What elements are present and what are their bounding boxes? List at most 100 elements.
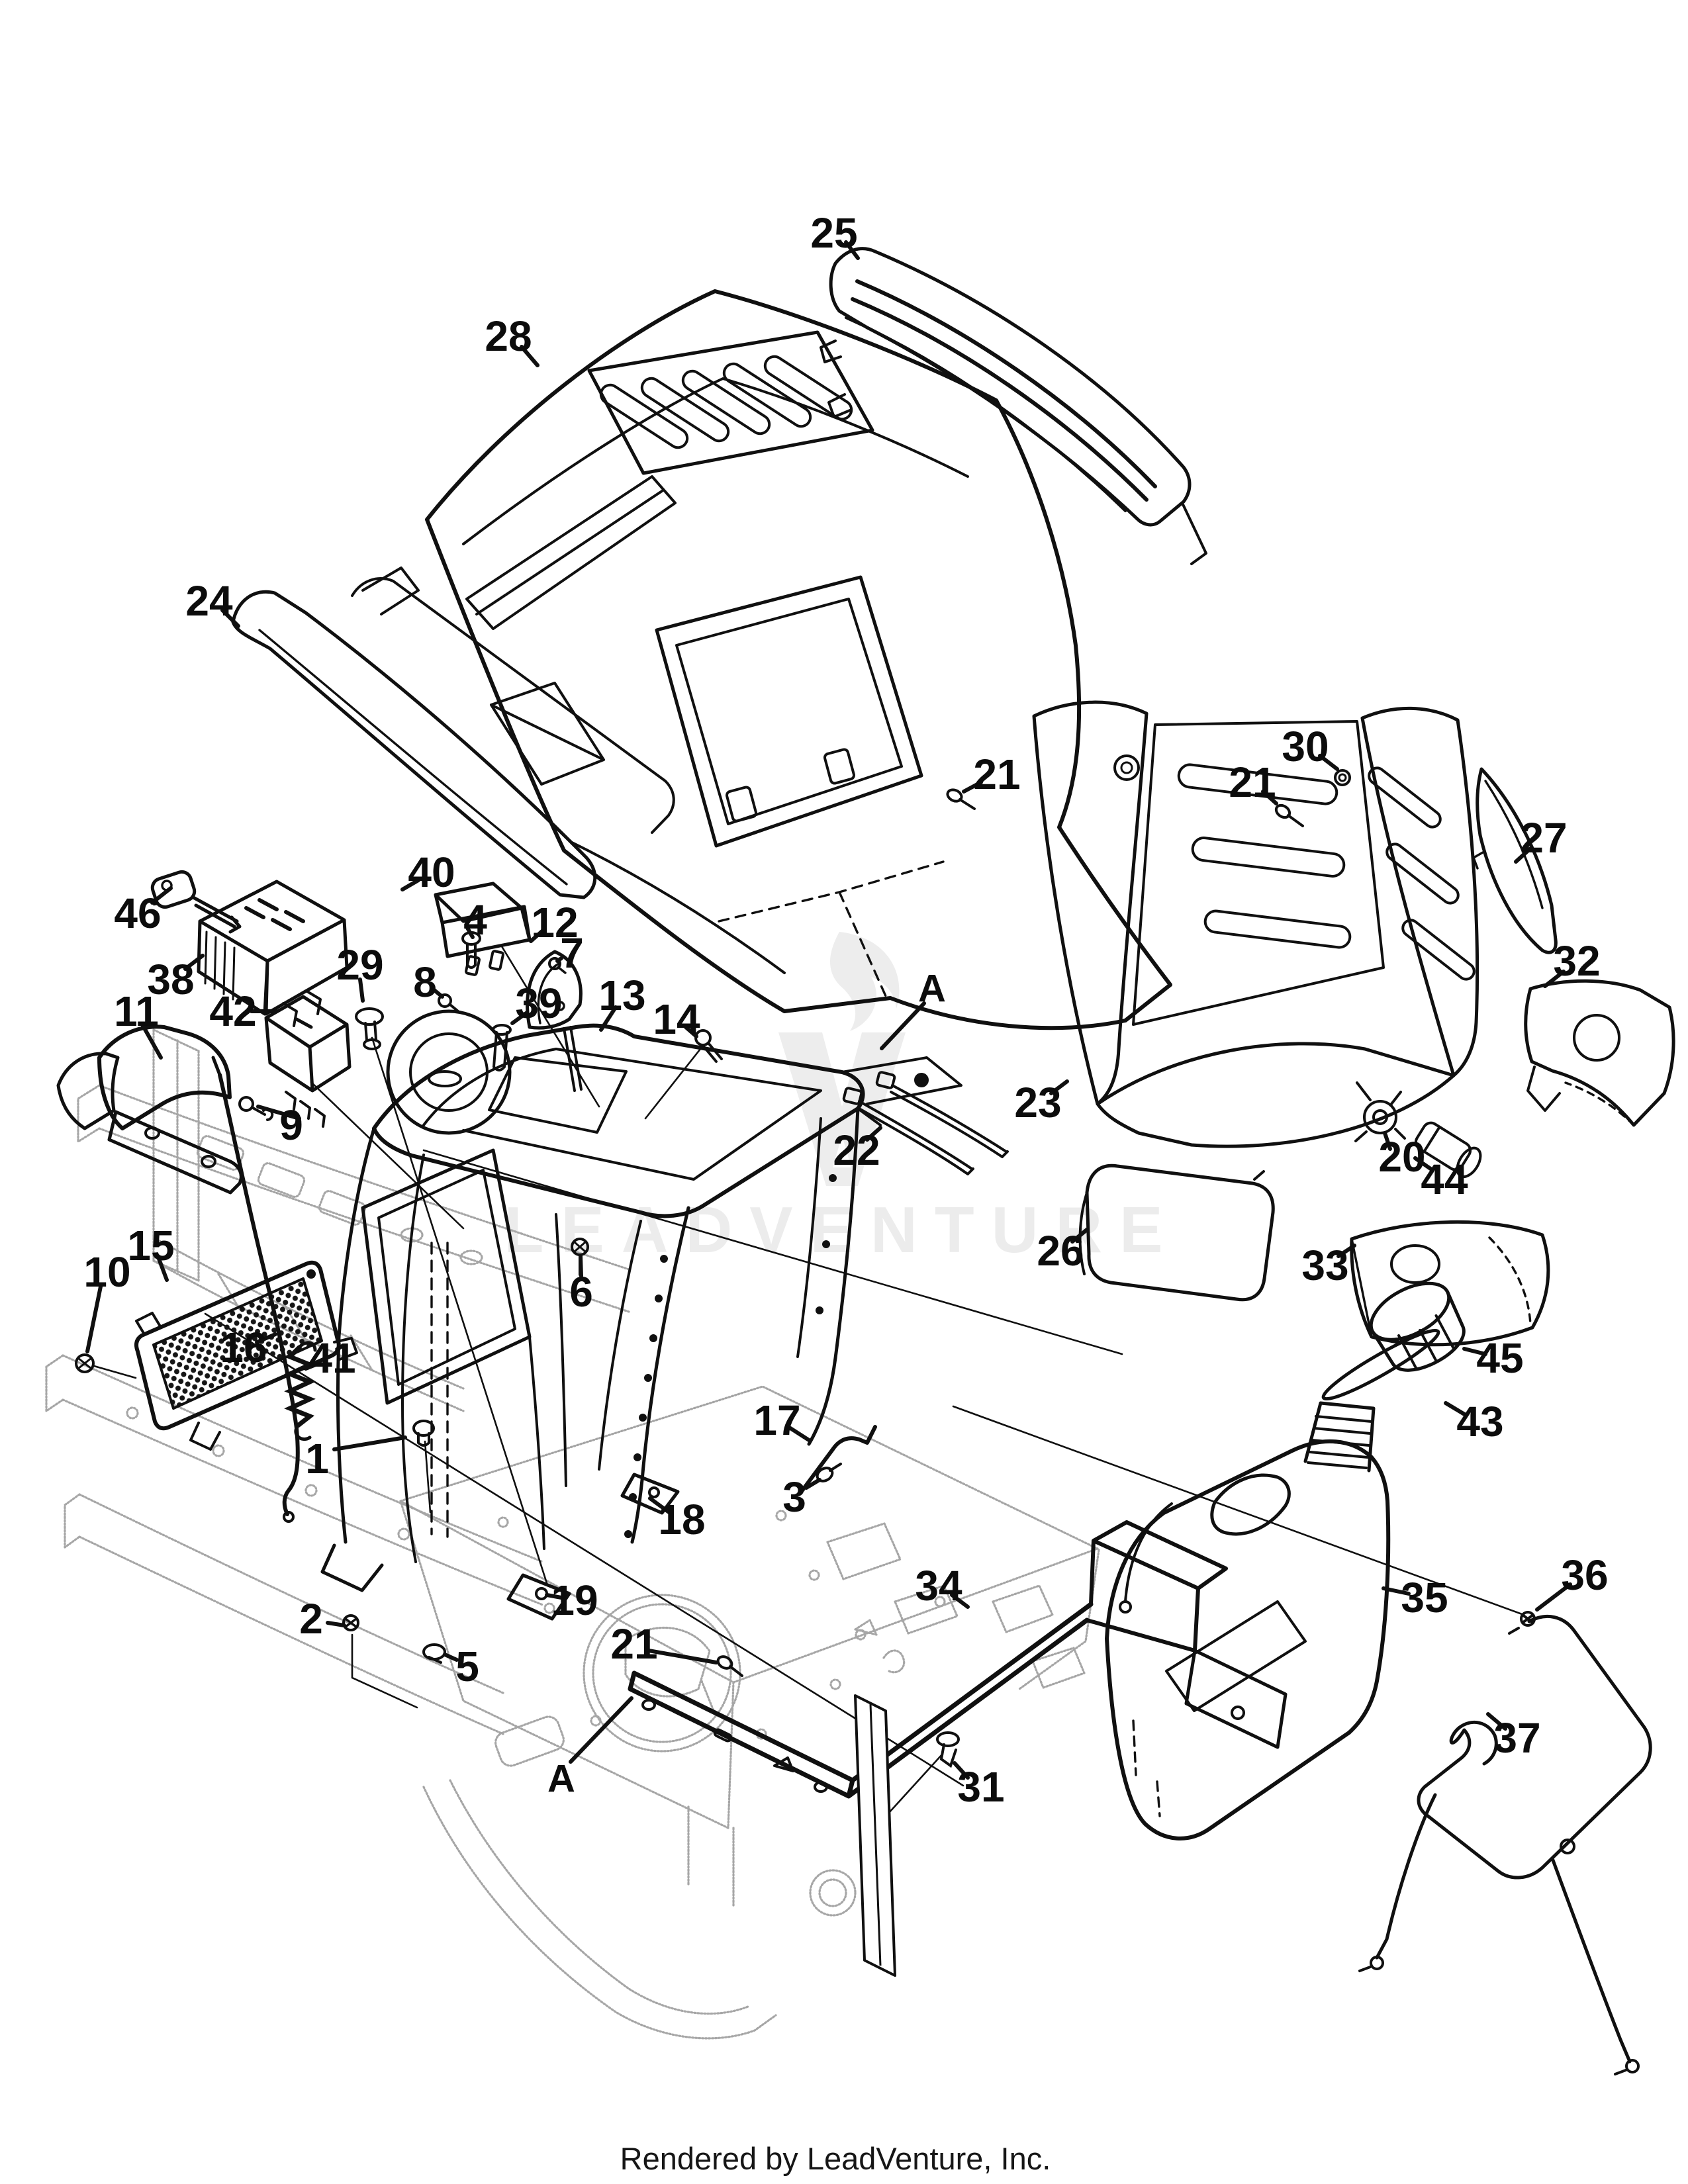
bolt-part-10 <box>75 1353 137 1379</box>
callout-41: 41 <box>308 1334 355 1382</box>
callout-36: 36 <box>1561 1551 1608 1599</box>
callout-leader-21 <box>647 1649 718 1664</box>
callout-24: 24 <box>185 577 233 625</box>
panel-part-33 <box>1350 1220 1550 1347</box>
cable-ties-part-22 <box>842 1071 1009 1175</box>
callout-44: 44 <box>1421 1156 1468 1203</box>
fastener-part-20 <box>1354 1081 1406 1142</box>
spring-part-41 <box>284 1341 317 1441</box>
callout-leader-46 <box>150 886 173 905</box>
screw-part-21-hood <box>946 788 976 810</box>
callout-leader-24 <box>220 608 240 628</box>
callout-leader-3 <box>804 1478 821 1490</box>
callout-9: 9 <box>279 1101 303 1149</box>
screw-part-21-right <box>1274 803 1304 827</box>
callout-3: 3 <box>782 1473 806 1521</box>
callout-6: 6 <box>569 1268 593 1316</box>
washer-part-30 <box>1334 769 1351 786</box>
callout-26: 26 <box>1037 1227 1084 1275</box>
callout-leader-26 <box>1070 1228 1089 1244</box>
bolt-part-5 <box>422 1643 446 1664</box>
callout-leader-13 <box>599 1005 618 1032</box>
gasket-part-43 <box>1321 1328 1440 1401</box>
callout-4: 4 <box>463 896 487 944</box>
callout-leader-16 <box>255 1332 277 1344</box>
callout-39: 39 <box>515 979 562 1027</box>
callout-leader-4 <box>465 926 475 939</box>
footer-credit: Rendered by LeadVenture, Inc. <box>620 2141 1051 2176</box>
callout-21: 21 <box>610 1620 657 1668</box>
callout-37: 37 <box>1493 1714 1540 1762</box>
callout-leader-2 <box>326 1621 346 1627</box>
callout-A: A <box>547 1758 575 1801</box>
callout-leader-20 <box>1383 1131 1392 1151</box>
lever-part-12 <box>526 950 583 1092</box>
key-part-46 <box>150 870 242 934</box>
callout-leader-1 <box>332 1435 407 1451</box>
callout-23: 23 <box>1014 1079 1061 1126</box>
callout-leader-12 <box>529 929 545 943</box>
callout-leader-10 <box>85 1285 103 1353</box>
callout-2: 2 <box>299 1595 323 1643</box>
callout-leader-23 <box>1049 1079 1069 1095</box>
callout-21: 21 <box>1229 758 1276 806</box>
callout-leader-9 <box>256 1105 301 1120</box>
callout-20: 20 <box>1378 1133 1425 1181</box>
bulb-part-44 <box>1414 1121 1482 1179</box>
callout-21: 21 <box>973 751 1020 798</box>
rivet-part-31 <box>936 1731 960 1768</box>
callout-15: 15 <box>127 1222 174 1269</box>
wire-frame-part-37 <box>1358 1615 1652 2075</box>
callout-leader-21 <box>962 780 983 794</box>
heat-shield-part-15 <box>134 1260 358 1451</box>
callout-leader-8 <box>432 988 444 999</box>
callout-1: 1 <box>305 1435 329 1482</box>
callout-leader-30 <box>1318 754 1339 771</box>
callout-7: 7 <box>560 929 584 977</box>
callout-leader-35 <box>1382 1586 1411 1596</box>
callout-leader-39 <box>510 1011 529 1025</box>
callout-29: 29 <box>336 941 383 989</box>
callout-10: 10 <box>83 1248 130 1296</box>
callout-34: 34 <box>915 1562 962 1610</box>
bolt-part-2 <box>342 1614 359 1631</box>
callout-27: 27 <box>1520 814 1567 862</box>
callout-14: 14 <box>653 995 700 1043</box>
callout-leader-11 <box>141 1024 163 1060</box>
bolt-part-1 <box>412 1420 435 1447</box>
callout-leader-31 <box>953 1761 970 1780</box>
callout-leader-41 <box>304 1361 321 1371</box>
relay-part-42 <box>264 995 352 1128</box>
callout-33: 33 <box>1301 1242 1348 1289</box>
callout-42: 42 <box>209 987 256 1035</box>
construction-lines <box>204 945 1525 1829</box>
callout-35: 35 <box>1401 1574 1448 1621</box>
panel-part-32 <box>1524 979 1675 1127</box>
callout-12: 12 <box>531 899 578 946</box>
callout-30: 30 <box>1282 723 1329 770</box>
fastener-part-29 <box>355 1007 384 1050</box>
callout-46: 46 <box>114 889 161 937</box>
callout-leader-A <box>880 1001 926 1050</box>
callout-leader-A <box>569 1696 633 1764</box>
callout-leader-27 <box>1514 846 1532 864</box>
callout-40: 40 <box>408 848 455 896</box>
callout-leader-21 <box>1261 790 1278 805</box>
fuel-tank-part-35 <box>1105 1401 1391 1841</box>
callout-13: 13 <box>598 972 645 1019</box>
watermark-v-icon <box>778 1032 906 1186</box>
callout-leader-36 <box>1535 1582 1572 1612</box>
callout-8: 8 <box>413 958 437 1006</box>
callout-leader-17 <box>788 1426 811 1442</box>
callout-25: 25 <box>810 209 857 257</box>
callout-16: 16 <box>220 1324 267 1371</box>
trim-blade-part-27 <box>1472 767 1558 954</box>
grille-panel-part-23 <box>1132 720 1385 1026</box>
callout-leader-28 <box>520 345 539 367</box>
ignition-module-part-38 <box>197 880 349 1027</box>
screw-part-21-bottom <box>716 1655 743 1677</box>
callout-leader-25 <box>844 240 860 260</box>
callout-A: A <box>918 968 946 1011</box>
